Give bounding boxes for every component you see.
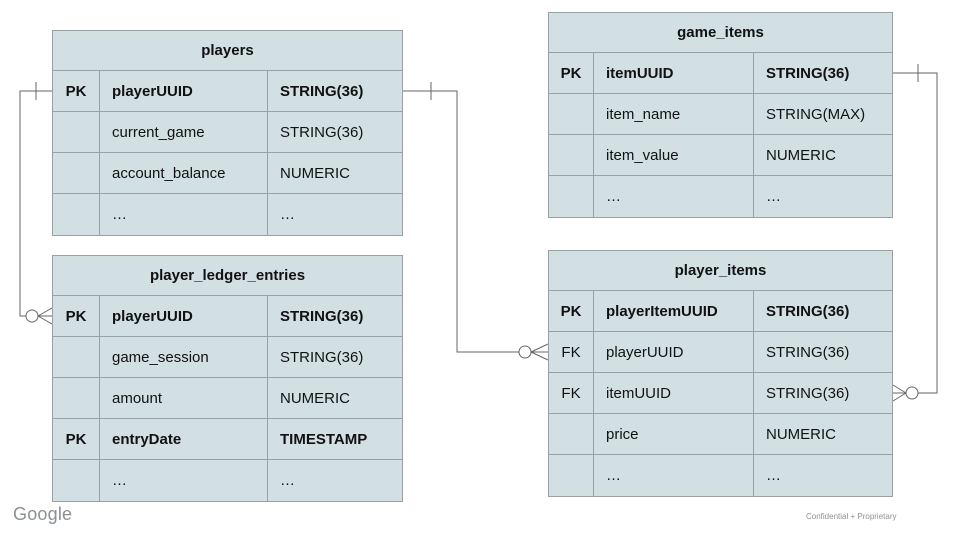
key-cell <box>53 153 100 193</box>
crow-foot-icon <box>37 307 53 325</box>
key-cell <box>53 112 100 152</box>
table-row: … … <box>549 176 892 217</box>
relationship-game-items-to-player-items <box>892 64 938 402</box>
table-row: … … <box>53 460 402 501</box>
zero-circle-icon <box>25 309 39 323</box>
zero-circle-icon <box>518 345 532 359</box>
type-cell: STRING(36) <box>280 123 364 141</box>
name-cell: … <box>100 460 268 501</box>
type-cell: … <box>766 467 781 484</box>
key-cell <box>549 176 594 217</box>
table-title: players <box>53 31 402 71</box>
entity-table-player-items: player_items PK playerItemUUID STRING(36… <box>548 250 893 497</box>
relationship-line <box>893 72 938 394</box>
name-cell: amount <box>100 378 268 418</box>
name-cell: account_balance <box>100 153 268 193</box>
crow-foot-icon <box>892 384 907 402</box>
name-cell: … <box>594 455 754 496</box>
table-row: current_game STRING(36) <box>53 112 402 153</box>
table-title: player_items <box>549 251 892 291</box>
name-cell: itemUUID <box>594 53 754 93</box>
entity-table-players: players PK playerUUID STRING(36) current… <box>52 30 403 236</box>
relationship-players-to-player-items <box>403 82 549 361</box>
table-row: amount NUMERIC <box>53 378 402 419</box>
relationship-line <box>403 90 519 353</box>
name-cell: … <box>594 176 754 217</box>
table-row: PK playerItemUUID STRING(36) <box>549 291 892 332</box>
table-row: item_name STRING(MAX) <box>549 94 892 135</box>
entity-table-player-ledger-entries: player_ledger_entries PK playerUUID STRI… <box>52 255 403 502</box>
name-cell: current_game <box>100 112 268 152</box>
type-cell: NUMERIC <box>280 164 350 182</box>
table-row: … … <box>53 194 402 235</box>
key-cell: PK <box>53 296 100 336</box>
table-title: player_ledger_entries <box>53 256 402 296</box>
relationship-line <box>19 90 52 317</box>
key-cell: PK <box>549 53 594 93</box>
type-cell: STRING(36) <box>766 302 850 320</box>
key-cell: PK <box>549 291 594 331</box>
name-cell: playerUUID <box>594 332 754 372</box>
table-row: account_balance NUMERIC <box>53 153 402 194</box>
type-cell: TIMESTAMP <box>280 430 368 448</box>
table-row: … … <box>549 455 892 496</box>
type-cell: … <box>280 206 295 223</box>
relationship-players-to-ledger <box>19 82 53 325</box>
key-cell <box>53 194 100 235</box>
type-cell: STRING(36) <box>280 307 364 325</box>
key-cell <box>549 455 594 496</box>
table-row: price NUMERIC <box>549 414 892 455</box>
table-row: PK itemUUID STRING(36) <box>549 53 892 94</box>
table-row: PK entryDate TIMESTAMP <box>53 419 402 460</box>
name-cell: entryDate <box>100 419 268 459</box>
key-cell <box>53 337 100 377</box>
table-row: PK playerUUID STRING(36) <box>53 296 402 337</box>
type-cell: … <box>280 472 295 489</box>
type-cell: NUMERIC <box>280 389 350 407</box>
type-cell: NUMERIC <box>766 146 836 164</box>
name-cell: … <box>100 194 268 235</box>
name-cell: playerItemUUID <box>594 291 754 331</box>
key-cell <box>549 135 594 175</box>
table-title: game_items <box>549 13 892 53</box>
crow-foot-icon <box>530 343 549 361</box>
type-cell: STRING(36) <box>280 348 364 366</box>
name-cell: game_session <box>100 337 268 377</box>
google-logo: Google <box>13 504 73 524</box>
name-cell: item_name <box>594 94 754 134</box>
type-cell: NUMERIC <box>766 425 836 443</box>
name-cell: itemUUID <box>594 373 754 413</box>
type-cell: STRING(36) <box>766 64 850 82</box>
table-row: FK playerUUID STRING(36) <box>549 332 892 373</box>
entity-table-game-items: game_items PK itemUUID STRING(36) item_n… <box>548 12 893 218</box>
type-cell: … <box>766 188 781 205</box>
type-cell: STRING(36) <box>766 343 850 361</box>
name-cell: price <box>594 414 754 454</box>
type-cell: STRING(MAX) <box>766 105 866 123</box>
zero-circle-icon <box>905 386 919 400</box>
key-cell <box>549 94 594 134</box>
key-cell: PK <box>53 419 100 459</box>
table-row: item_value NUMERIC <box>549 135 892 176</box>
key-cell <box>549 414 594 454</box>
name-cell: playerUUID <box>100 71 268 111</box>
table-row: FK itemUUID STRING(36) <box>549 373 892 414</box>
key-cell: PK <box>53 71 100 111</box>
table-row: PK playerUUID STRING(36) <box>53 71 402 112</box>
key-cell: FK <box>549 373 594 413</box>
name-cell: playerUUID <box>100 296 268 336</box>
key-cell <box>53 378 100 418</box>
type-cell: STRING(36) <box>766 384 850 402</box>
key-cell: FK <box>549 332 594 372</box>
key-cell <box>53 460 100 501</box>
confidentiality-note: Confidential + Proprietary <box>806 512 897 521</box>
name-cell: item_value <box>594 135 754 175</box>
type-cell: STRING(36) <box>280 82 364 100</box>
table-row: game_session STRING(36) <box>53 337 402 378</box>
